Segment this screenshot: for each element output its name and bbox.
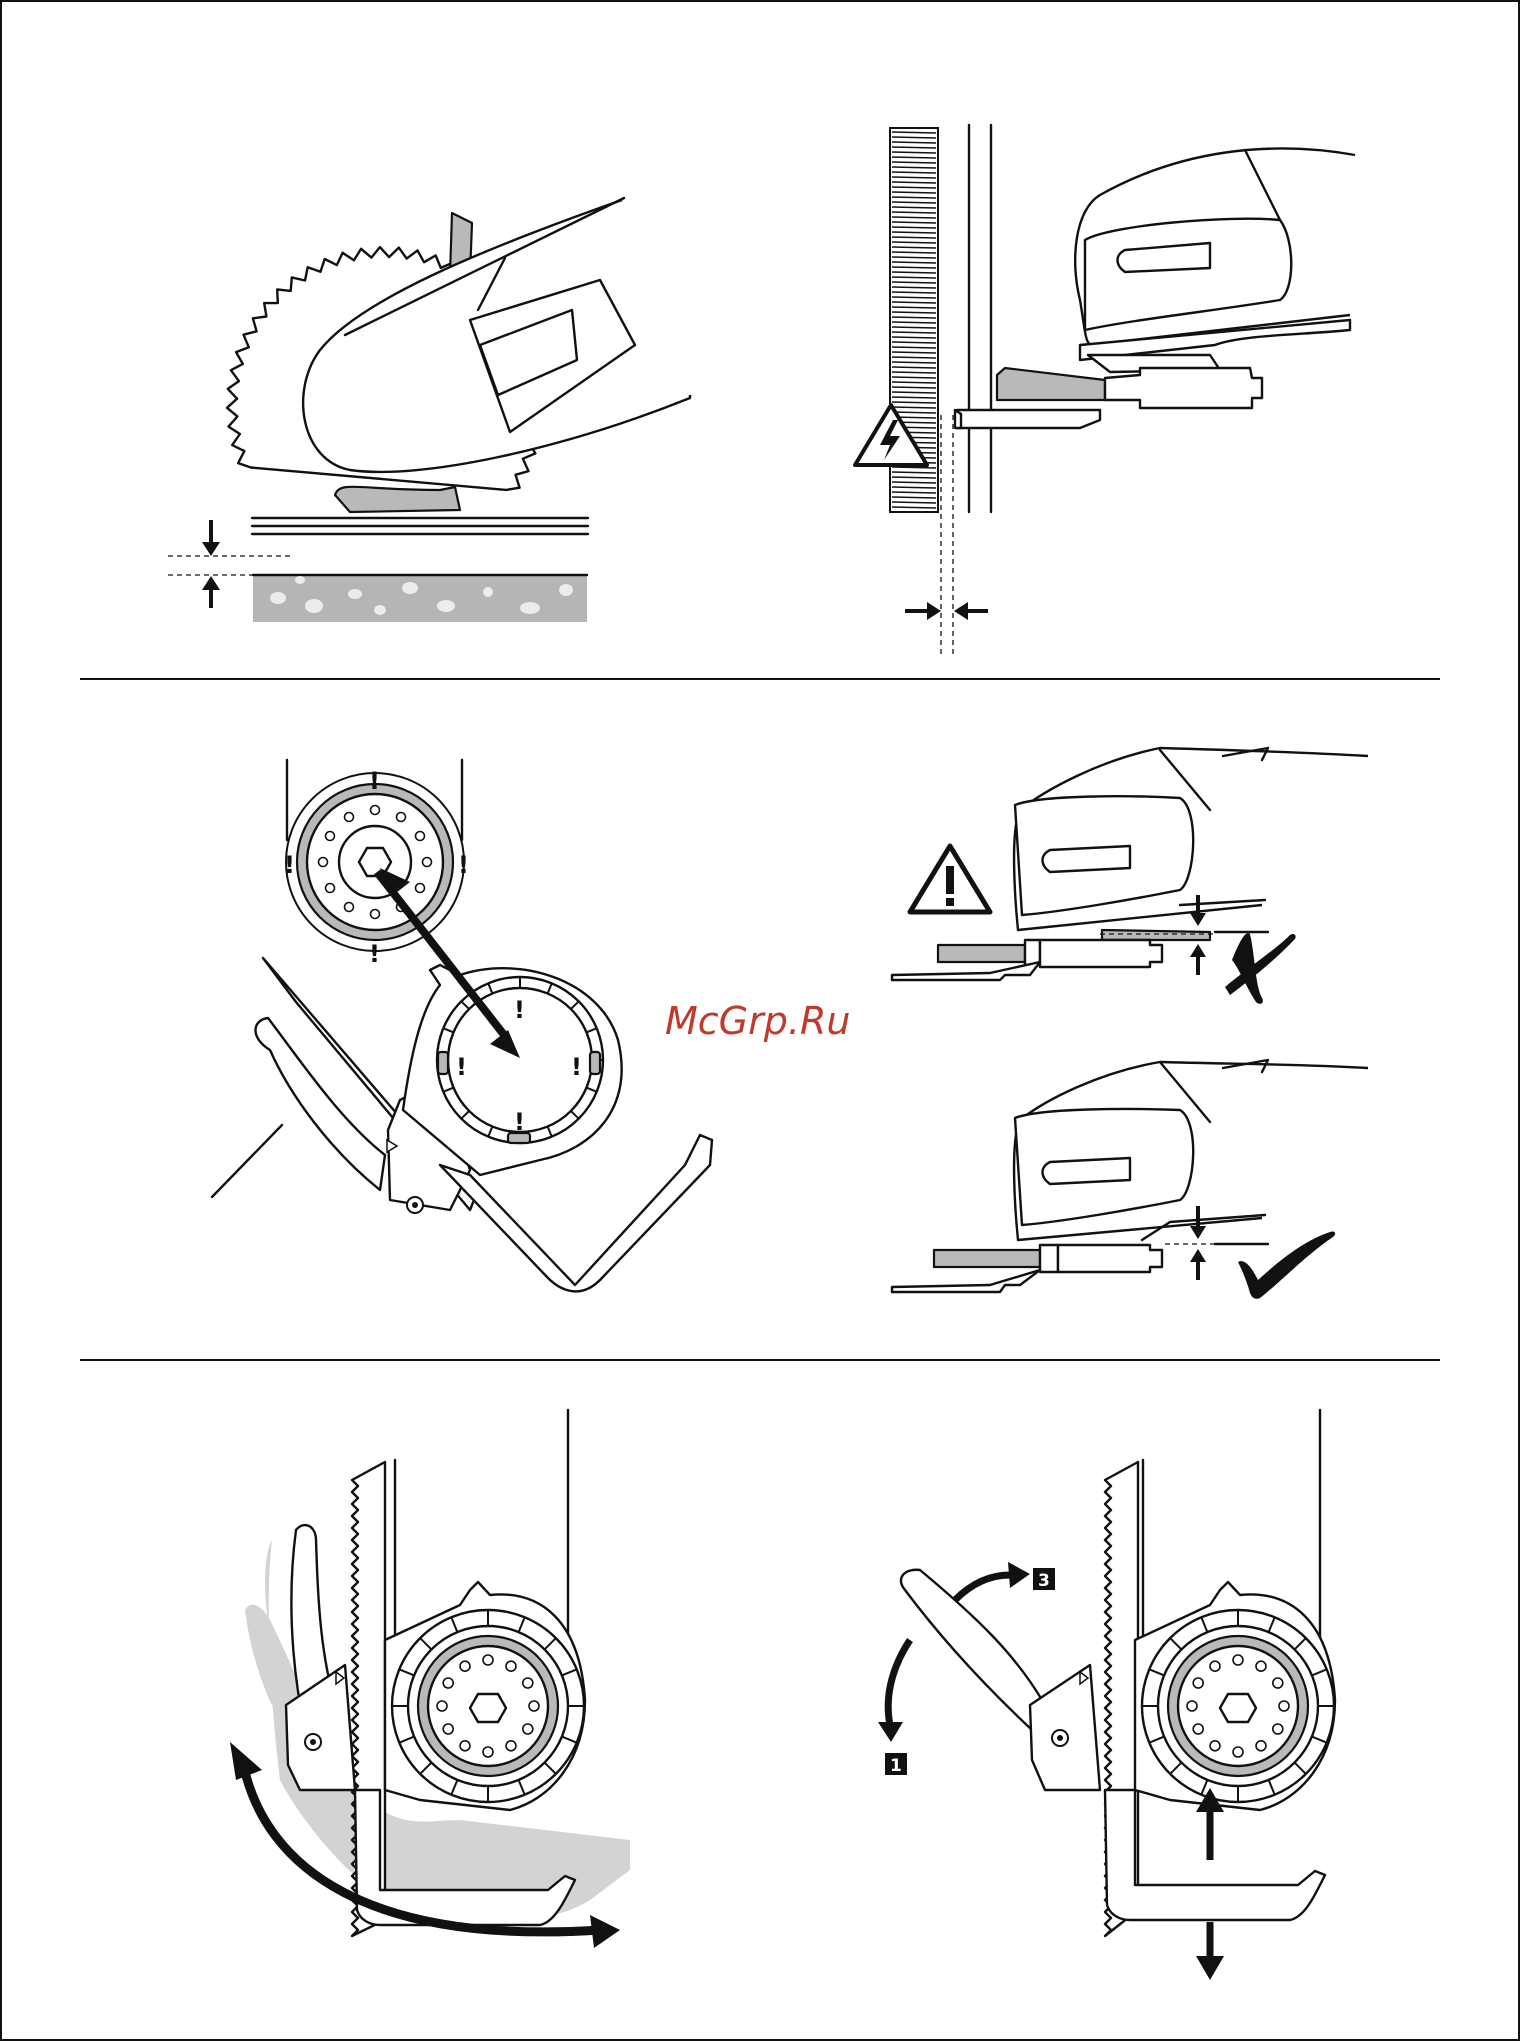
alignment-mark-left: ! <box>284 851 295 879</box>
watermark-text: McGrp.Ru <box>665 999 850 1043</box>
bolt-hole <box>483 1655 493 1665</box>
alignment-mark-top: ! <box>369 767 380 795</box>
bolt-hole <box>483 1747 493 1757</box>
clamp-alignment-illustration: ! ! ! ! ! ! ! ! <box>212 760 712 1291</box>
clamp-mark-top: ! <box>514 996 525 1024</box>
bolt-hole <box>437 1701 447 1711</box>
bolt-hole <box>371 910 380 919</box>
bolt-hole <box>1256 1741 1266 1751</box>
bolt-hole <box>506 1741 516 1751</box>
bolt-hole <box>460 1741 470 1751</box>
wall-clearance-illustration <box>855 125 1355 655</box>
bolt-hole <box>345 903 354 912</box>
bolt-hole <box>371 806 380 815</box>
blade-depth-gap-icon <box>202 520 220 608</box>
clamp-mark-left: ! <box>456 1053 467 1081</box>
bolt-hole <box>397 813 406 822</box>
bolt-hole <box>1193 1724 1203 1734</box>
bolt-hole <box>523 1724 533 1734</box>
bolt-hole <box>529 1701 539 1711</box>
alignment-mark-right: ! <box>458 851 469 879</box>
bolt-hole <box>345 813 354 822</box>
bolt-hole <box>1273 1724 1283 1734</box>
bolt-hole <box>423 858 432 867</box>
bolt-hole <box>1279 1701 1289 1711</box>
bolt-hole <box>416 884 425 893</box>
bolt-hole <box>1193 1678 1203 1688</box>
lever-steps-illustration: 3 1 <box>878 1410 1335 1980</box>
accessory-seating-illustration <box>892 748 1368 1299</box>
bolt-hole <box>443 1724 453 1734</box>
bolt-hole <box>443 1678 453 1688</box>
alignment-mark-bottom: ! <box>369 940 380 968</box>
bolt-hole <box>1273 1678 1283 1688</box>
lever-swing-illustration <box>230 1410 630 1948</box>
bolt-hole <box>326 832 335 841</box>
cross-mark-icon <box>1225 933 1296 1004</box>
step-label-1: 1 <box>890 1756 902 1776</box>
check-mark-icon <box>1238 1231 1335 1298</box>
blade-depth-illustration <box>168 198 690 622</box>
bolt-hole <box>1210 1741 1220 1751</box>
warning-triangle-icon <box>910 846 990 912</box>
bolt-hole <box>460 1661 470 1671</box>
bolt-hole <box>416 832 425 841</box>
bolt-hole <box>319 858 328 867</box>
clamp-mark-bottom: ! <box>514 1108 525 1136</box>
bolt-hole <box>326 884 335 893</box>
bolt-hole <box>523 1678 533 1688</box>
bolt-hole <box>1187 1701 1197 1711</box>
bolt-hole <box>1233 1655 1243 1665</box>
bolt-hole <box>1256 1661 1266 1671</box>
bolt-hole <box>506 1661 516 1671</box>
step-label-3: 3 <box>1038 1571 1050 1591</box>
bolt-hole <box>1233 1747 1243 1757</box>
clamp-mark-right: ! <box>571 1053 582 1081</box>
bolt-hole <box>1210 1661 1220 1671</box>
